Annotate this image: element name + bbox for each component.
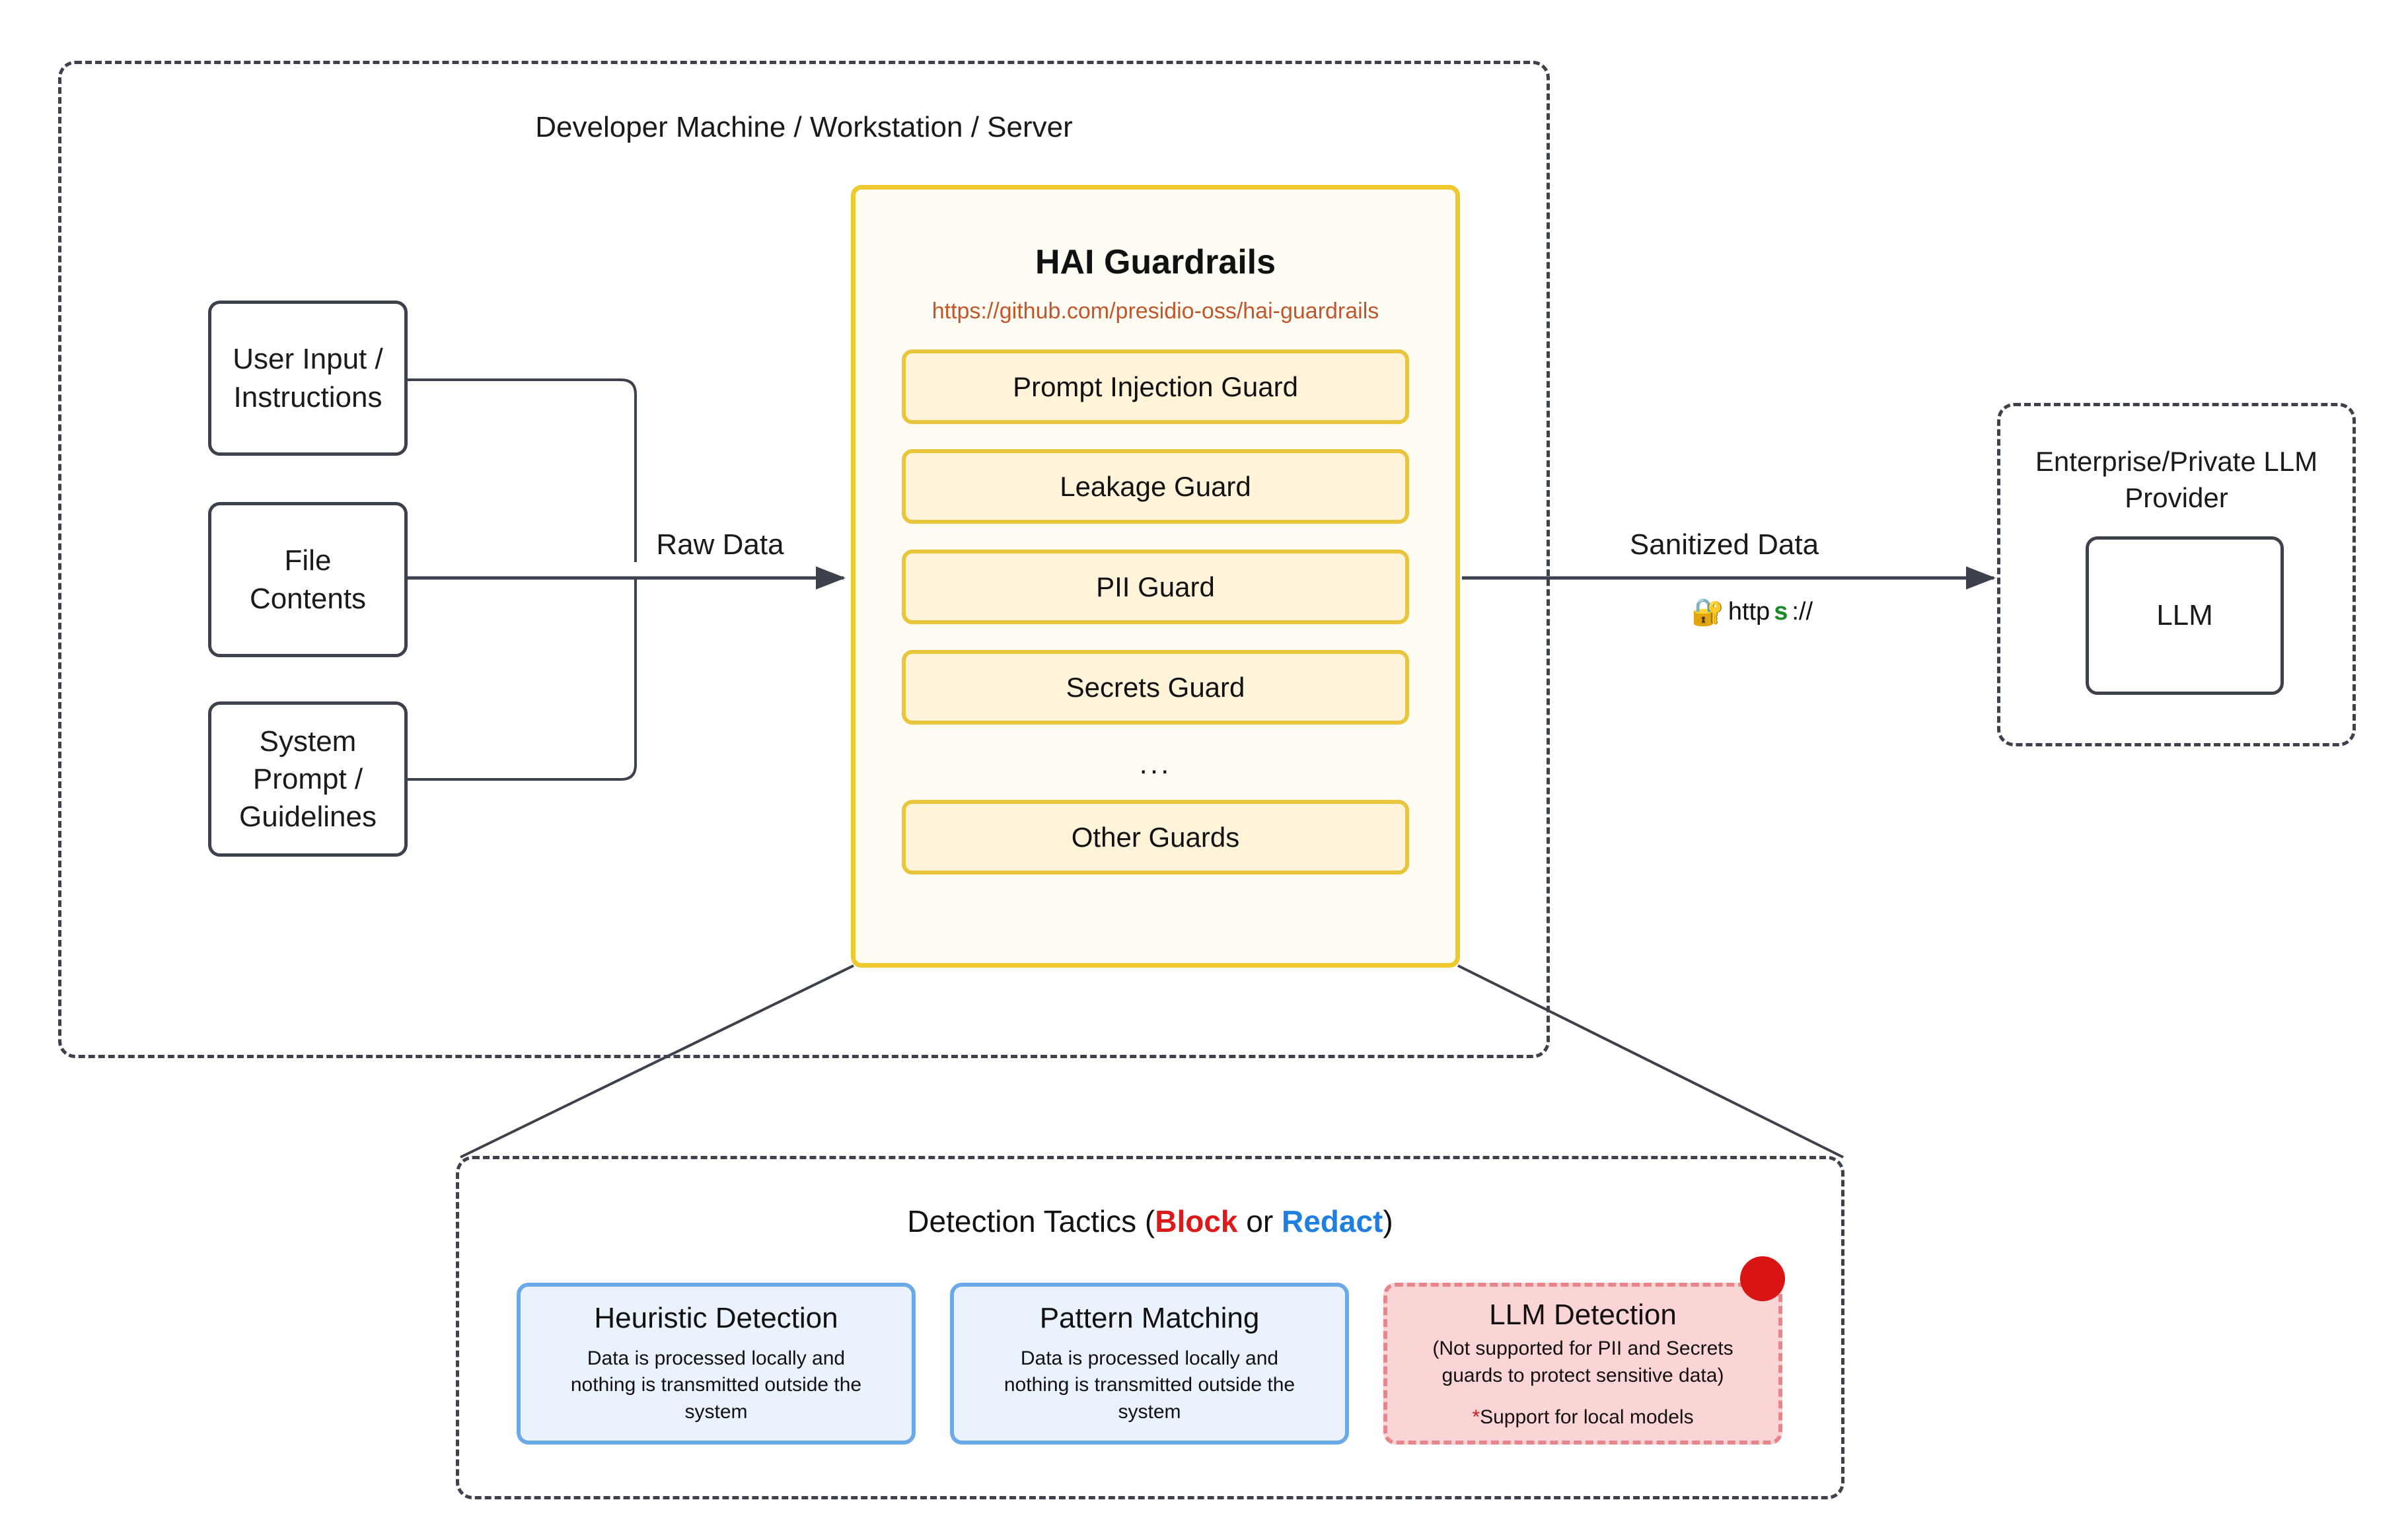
guard-other[interactable]: Other Guards bbox=[902, 800, 1409, 875]
guard-list-ellipsis: ... bbox=[1139, 748, 1172, 780]
edge-label-sanitized-data: Sanitized Data bbox=[1629, 528, 1819, 561]
detection-tactics-block-word: Block bbox=[1155, 1204, 1238, 1238]
detection-tactics-heading-middle: or bbox=[1237, 1204, 1282, 1238]
https-suffix: :// bbox=[1792, 598, 1813, 626]
guard-leakage-label: Leakage Guard bbox=[1060, 470, 1251, 502]
detection-tactics-zone bbox=[456, 1156, 1844, 1499]
input-box-user-input: User Input / Instructions bbox=[208, 301, 408, 456]
input-box-file-contents-label: File Contents bbox=[249, 544, 367, 615]
input-box-system-prompt-label: System Prompt / Guidelines bbox=[239, 725, 377, 834]
guard-secrets-label: Secrets Guard bbox=[1066, 671, 1245, 703]
llm-box-label: LLM bbox=[2156, 599, 2213, 632]
hai-guardrails-title: HAI Guardrails bbox=[1035, 243, 1276, 281]
tactic-card-llm-detection-desc: (Not supported for PII and Secrets guard… bbox=[1432, 1338, 1733, 1386]
tactic-card-heuristic-detection-desc: Data is processed locally and nothing is… bbox=[570, 1347, 862, 1423]
llm-detection-status-badge bbox=[1740, 1256, 1785, 1301]
tactic-card-llm-detection-note-asterisk: * bbox=[1472, 1406, 1480, 1428]
tactic-card-llm-detection-title: LLM Detection bbox=[1489, 1299, 1677, 1332]
guard-pii[interactable]: PII Guard bbox=[902, 550, 1409, 624]
llm-provider-zone-title: Enterprise/Private LLM Provider bbox=[2035, 446, 2318, 513]
guard-secrets[interactable]: Secrets Guard bbox=[902, 650, 1409, 725]
workstation-zone-title: Developer Machine / Workstation / Server bbox=[535, 111, 1073, 143]
tactic-card-pattern-matching-title: Pattern Matching bbox=[1039, 1302, 1260, 1335]
llm-provider-zone bbox=[1997, 403, 2356, 746]
llm-box: LLM bbox=[2086, 536, 2284, 695]
guard-prompt-injection[interactable]: Prompt Injection Guard bbox=[902, 349, 1409, 424]
tactic-card-heuristic-detection[interactable]: Heuristic Detection Data is processed lo… bbox=[517, 1283, 916, 1445]
guard-leakage[interactable]: Leakage Guard bbox=[902, 449, 1409, 524]
guard-prompt-injection-label: Prompt Injection Guard bbox=[1013, 371, 1298, 402]
input-box-user-input-label: User Input / Instructions bbox=[233, 343, 383, 413]
tactic-card-llm-detection[interactable]: LLM Detection (Not supported for PII and… bbox=[1383, 1283, 1782, 1445]
detection-tactics-heading-prefix: Detection Tactics ( bbox=[907, 1204, 1155, 1238]
https-prefix: http bbox=[1728, 598, 1770, 626]
tactic-card-heuristic-detection-title: Heuristic Detection bbox=[594, 1302, 838, 1335]
detection-tactics-heading: Detection Tactics (Block or Redact) bbox=[456, 1203, 1844, 1239]
hai-guardrails-url: https://github.com/presidio-oss/hai-guar… bbox=[931, 299, 1379, 324]
tactic-card-llm-detection-note: *Support for local models bbox=[1472, 1406, 1693, 1429]
detection-tactics-heading-suffix: ) bbox=[1383, 1204, 1393, 1238]
input-box-system-prompt: System Prompt / Guidelines bbox=[208, 701, 408, 857]
detection-tactics-redact-word: Redact bbox=[1281, 1204, 1383, 1238]
input-box-file-contents: File Contents bbox=[208, 502, 408, 657]
hai-guardrails-panel: HAI Guardrails https://github.com/presid… bbox=[851, 185, 1460, 968]
guard-pii-label: PII Guard bbox=[1096, 571, 1215, 602]
workstation-zone bbox=[58, 61, 1550, 1058]
guard-other-label: Other Guards bbox=[1071, 821, 1240, 853]
lock-with-key-icon: 🔐 bbox=[1691, 597, 1724, 627]
tactic-card-llm-detection-note-text: Support for local models bbox=[1480, 1406, 1694, 1428]
edge-label-raw-data: Raw Data bbox=[656, 528, 784, 561]
https-secure-char: s bbox=[1774, 598, 1788, 626]
tactic-card-pattern-matching-desc: Data is processed locally and nothing is… bbox=[1003, 1347, 1295, 1423]
tactic-card-pattern-matching[interactable]: Pattern Matching Data is processed local… bbox=[950, 1283, 1349, 1445]
